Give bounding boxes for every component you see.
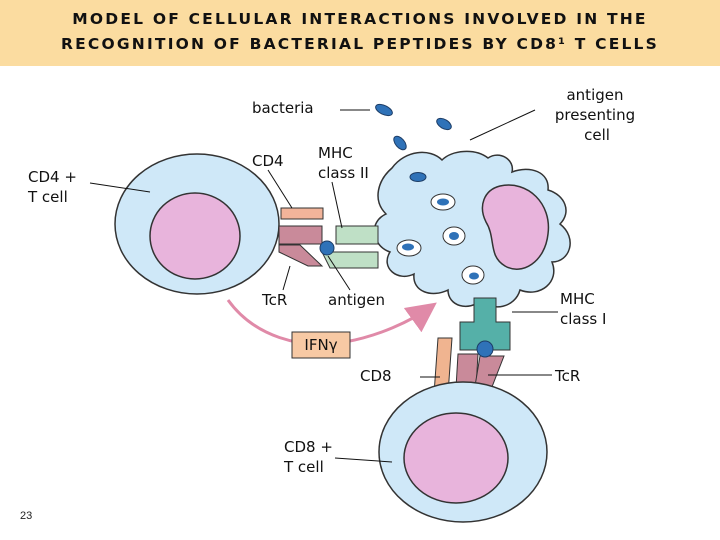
internal-bacterium (409, 172, 427, 182)
mhc-class-ii-label-line-2: class II (318, 164, 369, 182)
mhc-class-i-synapse (433, 297, 511, 395)
phagosome (461, 265, 485, 285)
apc-nucleus (481, 184, 550, 270)
apc-label-line-2: presenting (555, 106, 635, 124)
bacterium (436, 117, 452, 131)
cd4-t-cell (114, 153, 280, 295)
tcr-top-label: TcR (261, 291, 287, 309)
cd8-label: CD8 (360, 367, 392, 385)
mhc-class-i-receptor (459, 297, 511, 351)
bacteria-label: bacteria (252, 99, 314, 117)
cd4-receptor (280, 207, 324, 220)
phagosome (430, 193, 456, 211)
cd8-cell-nucleus (403, 412, 509, 504)
phagosome (442, 226, 466, 246)
antigen-presenting-cell (373, 150, 571, 308)
bacterium (375, 103, 393, 117)
mhc-class-ii-synapse (278, 207, 379, 269)
title-line-2: RECOGNITION OF BACTERIAL PEPTIDES BY CD8… (60, 35, 659, 53)
mhc-class-ii-label-line-1: MHC (318, 144, 353, 162)
title-line-1: MODEL OF CELLULAR INTERACTIONS INVOLVED … (72, 10, 648, 28)
antigen-peptide (476, 340, 494, 358)
cd4-cell-nucleus (149, 192, 241, 280)
cd4-cell-label-line-2: T cell (27, 188, 68, 206)
page-number: 23 (20, 510, 33, 522)
cd4-label: CD4 (252, 152, 284, 170)
mhc-class-i-label-line-2: class I (560, 310, 606, 328)
apc-label-line-1: antigen (566, 86, 623, 104)
cd8-t-cell (378, 381, 548, 523)
cd8-cell-label-line-1: CD8 + (284, 438, 333, 456)
apc-label-line-3: cell (584, 126, 610, 144)
leader-lines (89, 109, 558, 463)
phagosome (396, 239, 422, 257)
ifn-gamma-label: IFNγ (304, 336, 337, 354)
free-bacteria (375, 103, 452, 151)
tcr-bottom-label: TcR (554, 367, 580, 385)
cd8-cell-label-line-2: T cell (283, 458, 324, 476)
ifn-gamma-box (291, 331, 351, 359)
cell-interaction-diagram: IFNγ bacteria antigen presenting cell CD… (27, 86, 635, 523)
antigen-label: antigen (328, 291, 385, 309)
mhc-class-i-label-line-1: MHC (560, 290, 595, 308)
tcr-receptor-top (278, 244, 324, 267)
cd4-cell-label-line-1: CD4 + (28, 168, 77, 186)
mhc-class-ii-receptor (335, 225, 379, 245)
bacterium (393, 135, 407, 151)
antigen-peptide (319, 240, 335, 256)
mhc-class-ii-receptor (321, 251, 379, 269)
tcr-receptor-top (278, 225, 323, 245)
title-banner: MODEL OF CELLULAR INTERACTIONS INVOLVED … (0, 0, 720, 66)
